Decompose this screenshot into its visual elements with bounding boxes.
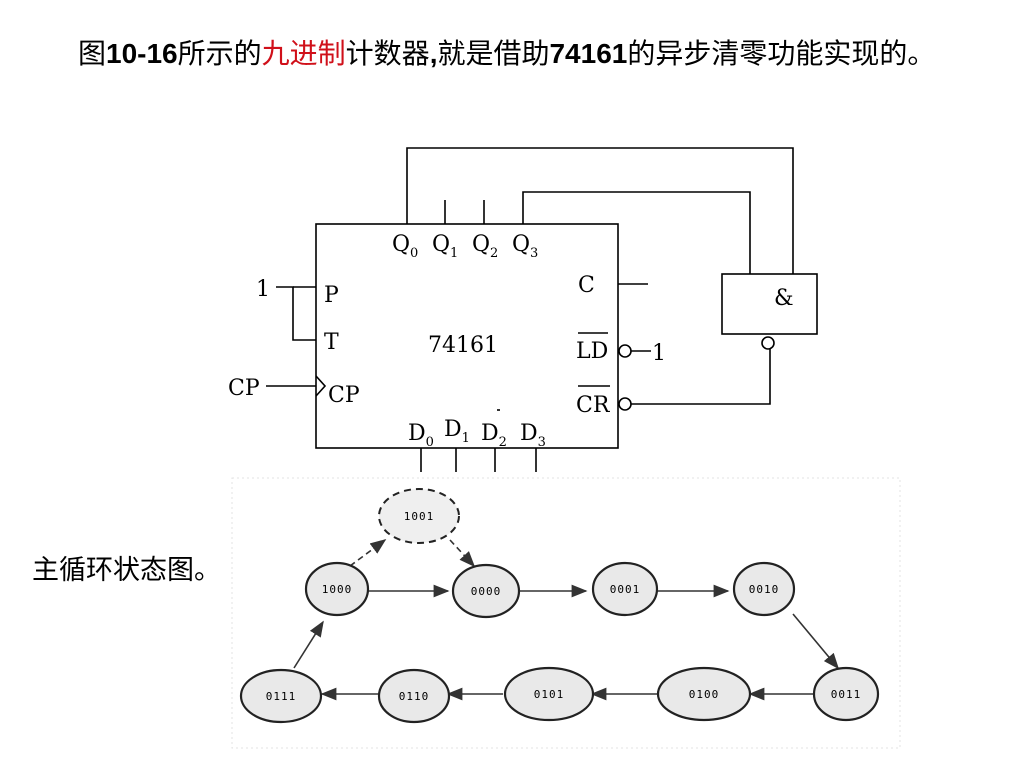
pin-p: P — [324, 283, 339, 308]
intro-comma: , — [429, 38, 438, 69]
pin-d0: D0 — [408, 421, 434, 450]
wire-q0-to-gate — [406, 147, 794, 274]
pin-c: C — [578, 273, 595, 298]
chip-number: 74161 — [549, 38, 628, 69]
wire-pt-bracket — [276, 286, 316, 341]
circuit-labels: & 74161 1 CP 1 P T CP C LD CR Q0 Q1 Q2 Q… — [228, 232, 794, 450]
pin-ld: LD — [576, 339, 608, 364]
state-1000-label: 1000 — [322, 583, 353, 596]
state-0111: 0111 — [239, 668, 323, 724]
arrow-0111-1000 — [293, 620, 324, 669]
and-gate-symbol: & — [774, 286, 794, 311]
pin-q1: Q1 — [432, 232, 458, 261]
pin-q3: Q3 — [512, 232, 538, 261]
and-gate-inverter — [761, 336, 775, 350]
pin-q0: Q0 — [392, 232, 418, 261]
pin-d1: D1 — [444, 417, 470, 446]
intro-seg: 计数器 — [345, 37, 430, 70]
state-0011-label: 0011 — [831, 688, 862, 701]
state-0100: 0100 — [656, 666, 752, 722]
figure-number: 10-16 — [106, 38, 178, 69]
state-0011: 0011 — [812, 666, 880, 722]
highlight-term: 九进制 — [261, 37, 346, 70]
pin-q2: Q2 — [472, 232, 498, 261]
pin-d3: D3 — [520, 421, 546, 450]
wire-q3-to-gate — [522, 191, 751, 274]
state-1001-label: 1001 — [404, 510, 435, 523]
arrow-1000-1001 — [349, 539, 387, 567]
cr-inverter — [618, 397, 632, 411]
arrow-0010-0011 — [792, 613, 840, 670]
state-0100-node — [656, 666, 752, 722]
state-diagram-label: 主循环状态图。 — [32, 555, 221, 586]
wire-gate-to-cr — [631, 349, 771, 405]
chip-74161 — [315, 223, 619, 449]
state-1000: 1000 — [304, 561, 370, 617]
state-0110: 0110 — [377, 668, 451, 724]
intro-seg: 的异步清零功能实现的。 — [627, 37, 936, 70]
state-0010-label: 0010 — [749, 583, 780, 596]
transitions — [293, 539, 840, 701]
clock-input-label: CP — [228, 376, 260, 401]
ld-tie-label: 1 — [652, 341, 666, 366]
state-0000: 0000 — [451, 563, 521, 619]
state-0010: 0010 — [732, 561, 796, 617]
state-1000-node — [304, 561, 370, 617]
intro-seg: 所示的 — [177, 37, 262, 70]
clock-triangle — [315, 375, 327, 397]
state-0101-node — [503, 666, 595, 722]
state-0000-label: 0000 — [471, 585, 502, 598]
state-0001-label: 0001 — [610, 583, 641, 596]
intro-seg: 就是借助 — [437, 37, 550, 70]
intro-text: 图10-16所示的九进制计数器,就是借助74161的异步清零功能实现的。 — [78, 34, 978, 74]
state-0111-node — [239, 668, 323, 724]
chip-label: 74161 — [428, 333, 498, 358]
state-0110-label: 0110 — [399, 690, 430, 703]
state-0010-node — [732, 561, 796, 617]
pin-cr: CR — [576, 393, 611, 418]
pin-cp: CP — [328, 383, 360, 408]
state-diagram: 1001 1000 0000 0001 0010 0011 0100 0101 — [231, 477, 901, 749]
state-0001-node — [591, 561, 659, 617]
intro-seg: 图 — [78, 37, 107, 70]
pin-t: T — [324, 330, 339, 355]
ld-inverter — [618, 344, 632, 358]
state-0101-label: 0101 — [534, 688, 565, 701]
state-0110-node — [377, 668, 451, 724]
input-one-label: 1 — [256, 277, 270, 302]
state-0011-node — [812, 666, 880, 722]
state-0101: 0101 — [503, 666, 595, 722]
circuit-diagram — [266, 147, 818, 472]
state-1001: 1001 — [378, 488, 460, 544]
arrow-1001-0000 — [449, 539, 476, 568]
state-0001: 0001 — [591, 561, 659, 617]
state-0100-label: 0100 — [689, 688, 720, 701]
state-0000-node — [451, 563, 521, 619]
pin-d2: D2 — [481, 421, 507, 450]
state-0111-label: 0111 — [266, 690, 297, 703]
and-gate — [721, 273, 818, 335]
state-1001-node — [378, 488, 460, 544]
